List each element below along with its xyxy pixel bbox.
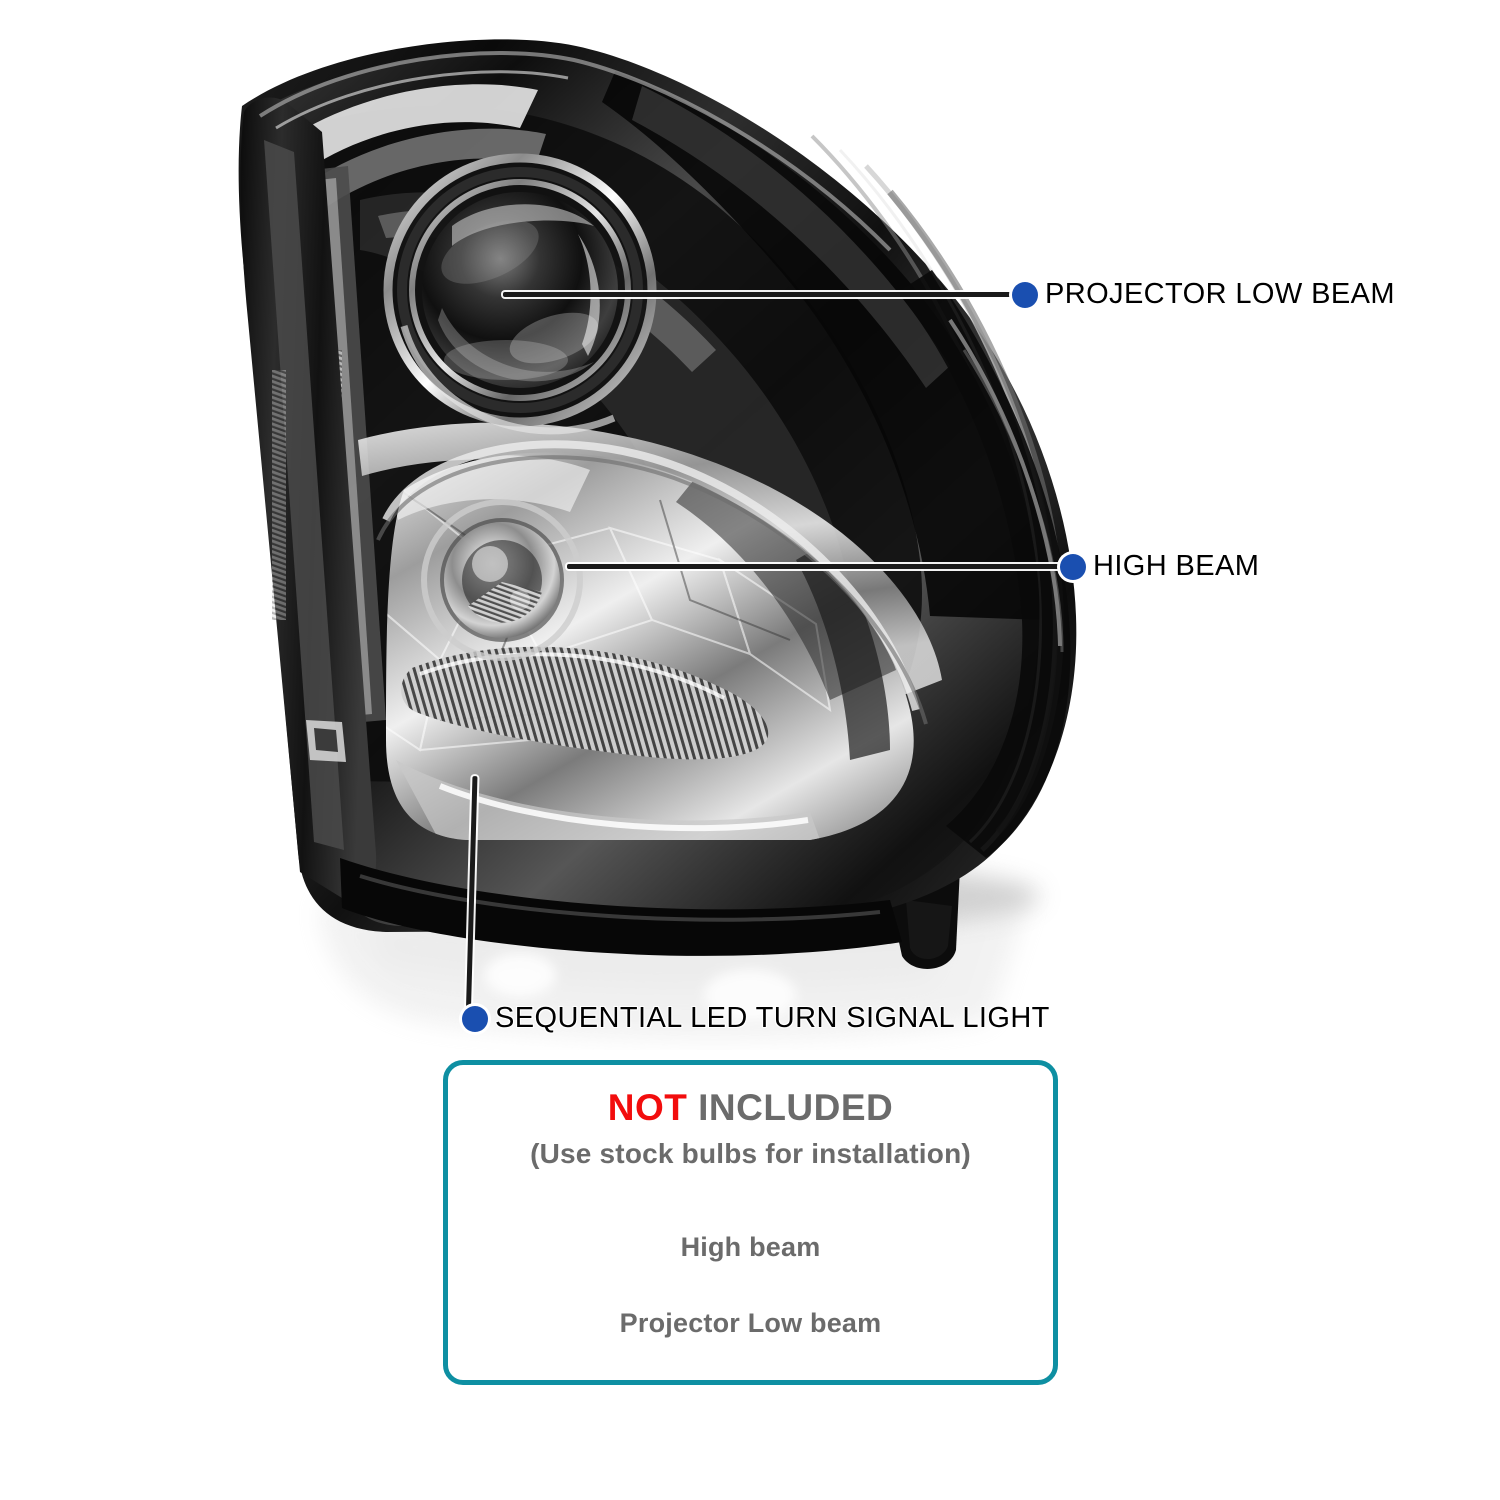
callout-dot-icon — [1012, 281, 1038, 308]
not-included-subtitle: (Use stock bulbs for installation) — [530, 1137, 971, 1169]
callout-dot-icon — [462, 1005, 488, 1032]
callout-label: SEQUENTIAL LED TURN SIGNAL LIGHT — [495, 1002, 1050, 1034]
callout-dot-icon — [1060, 553, 1086, 580]
callout-label: PROJECTOR LOW BEAM — [1045, 278, 1395, 310]
not-included-rest: INCLUDED — [687, 1087, 894, 1128]
not-included-title: NOT INCLUDED — [608, 1087, 894, 1130]
not-included-item-high-beam: High beam — [680, 1231, 821, 1262]
top-edge-highlight — [258, 50, 892, 252]
leader-line-high-beam — [567, 564, 1064, 569]
right-housing-edge — [898, 270, 1071, 858]
not-included-emphasis: NOT — [607, 1087, 688, 1128]
not-included-item-projector-low-beam: Projector Low beam — [619, 1307, 882, 1338]
leader-line-projector-low-beam — [503, 292, 1015, 297]
callout-sequential-led-turn-signal: SEQUENTIAL LED TURN SIGNAL LIGHT — [462, 1002, 1050, 1035]
not-included-notice-box: NOT INCLUDED (Use stock bulbs for instal… — [443, 1060, 1058, 1385]
callout-projector-low-beam: PROJECTOR LOW BEAM — [1012, 278, 1395, 311]
high-beam-bulb — [421, 499, 583, 661]
callout-high-beam: HIGH BEAM — [1060, 550, 1259, 583]
lower-housing-lip — [340, 858, 902, 956]
callout-label: HIGH BEAM — [1093, 550, 1260, 582]
reflector-chrome-ring — [382, 440, 920, 712]
projector-low-beam-assembly — [383, 153, 657, 435]
headlight-product-image — [190, 20, 1110, 1050]
